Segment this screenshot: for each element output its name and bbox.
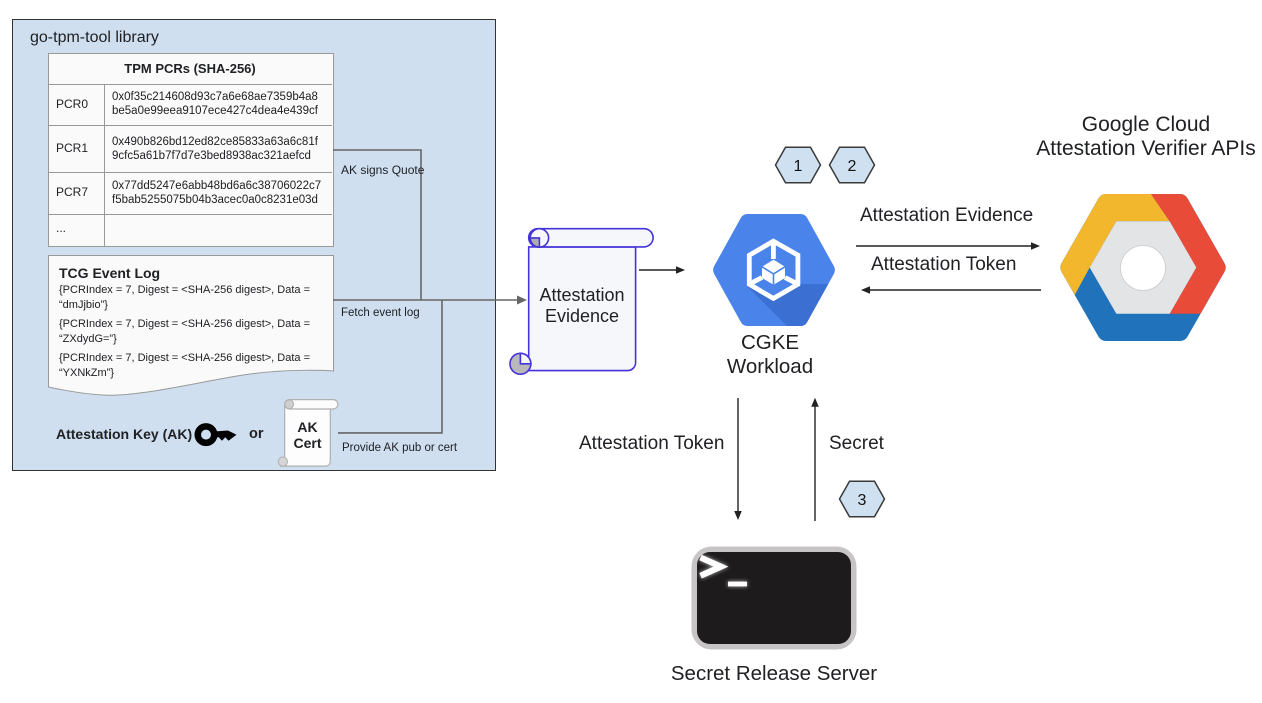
- svg-text:3: 3: [858, 492, 867, 509]
- svg-text:2: 2: [848, 158, 857, 175]
- svg-text:1: 1: [794, 158, 803, 175]
